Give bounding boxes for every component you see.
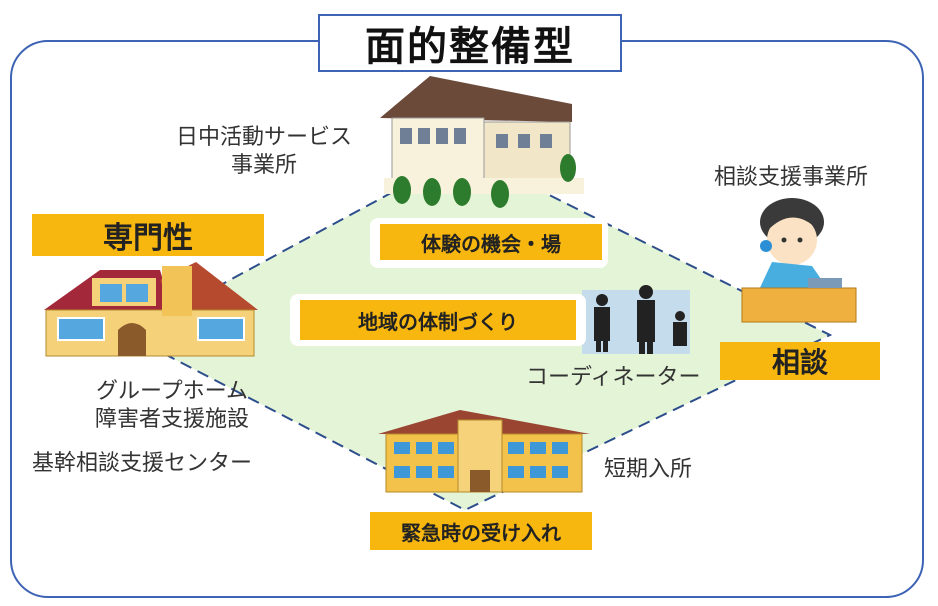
consult-office-label: 相談支援事業所: [713, 165, 868, 190]
group-home-label-line1: グループホーム: [95, 379, 249, 404]
group-home-label-line2: 障害者支援施設: [94, 407, 249, 432]
consult-tag: 相談: [720, 342, 880, 380]
group-home-house-icon: [44, 262, 258, 357]
short-stay-building-icon: [378, 410, 590, 493]
coordinator-people-icon: [582, 285, 690, 354]
consult-operator-icon: [741, 198, 857, 323]
coordinator-label: コーディネーター: [526, 365, 701, 390]
group-home-label: グループホーム 障害者支援施設: [74, 378, 270, 434]
expertise-tag: 専門性: [32, 214, 264, 256]
kikan-center-label: 基幹相談支援センター: [32, 451, 253, 476]
page-title: 面的整備型: [318, 14, 622, 72]
day-activity-label-line1: 日中活動サービス: [175, 125, 352, 150]
community-tag: 地域の体制づくり: [300, 300, 576, 340]
short-stay-label: 短期入所: [604, 457, 693, 482]
day-activity-label-line2: 事業所: [230, 153, 297, 178]
day-activity-label: 日中活動サービス 事業所: [166, 124, 362, 180]
experience-tag: 体験の機会・場: [380, 224, 602, 260]
emergency-tag: 緊急時の受け入れ: [370, 512, 592, 550]
day-activity-building-icon: [380, 76, 584, 208]
